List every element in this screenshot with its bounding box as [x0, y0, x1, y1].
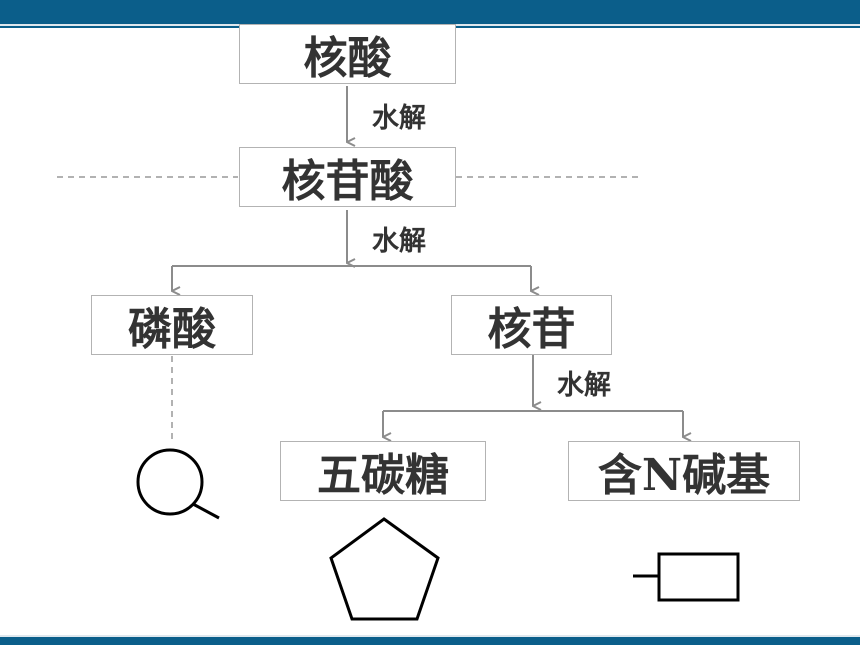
node-nucleoside-label: 核苷 — [487, 304, 576, 355]
edge-label-hydrolysis-3: 水解 — [557, 370, 611, 401]
node-nucleotide-label: 核苷酸 — [281, 156, 414, 207]
phosphate-symbol — [136, 448, 220, 520]
base-symbol — [633, 552, 740, 602]
node-phosphate-label: 磷酸 — [128, 304, 216, 355]
node-nucleotide: 核苷酸 — [239, 147, 456, 207]
node-base-label: 含N碱基 — [597, 450, 771, 501]
node-pentose-label: 五碳糖 — [317, 450, 449, 501]
footer-bar — [0, 635, 860, 645]
pentose-symbol — [329, 517, 440, 621]
edge-label-hydrolysis-1: 水解 — [372, 103, 426, 134]
node-phosphate: 磷酸 — [91, 295, 253, 355]
node-nucleoside: 核苷 — [451, 295, 612, 355]
edge-label-hydrolysis-2: 水解 — [372, 226, 426, 257]
footer-stripe — [0, 635, 860, 637]
node-base: 含N碱基 — [568, 441, 800, 501]
node-pentose: 五碳糖 — [280, 441, 486, 501]
node-nucleic-acid-label: 核酸 — [303, 33, 392, 84]
node-nucleic-acid: 核酸 — [239, 24, 456, 84]
